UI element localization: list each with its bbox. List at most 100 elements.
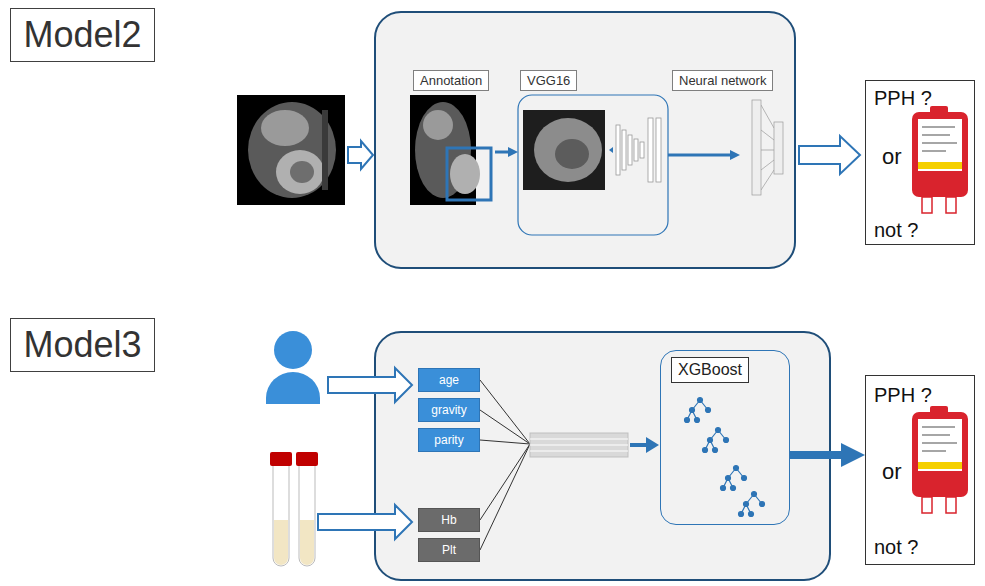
mri-ground xyxy=(237,95,345,205)
mri-uterus xyxy=(276,150,324,194)
small-arrow xyxy=(609,147,613,153)
model-panel xyxy=(375,12,795,268)
layer-block xyxy=(634,139,638,161)
mri-image xyxy=(237,95,345,205)
feature-box: Hb xyxy=(418,508,480,532)
connector-arrow xyxy=(668,154,730,157)
tube-liquid xyxy=(300,520,314,565)
dense-block xyxy=(648,118,653,182)
tube-cap xyxy=(270,452,292,466)
tree-node xyxy=(721,486,726,491)
tree-node xyxy=(713,448,718,453)
tree-node xyxy=(752,492,757,497)
tree-icon xyxy=(721,466,747,491)
tree-node xyxy=(744,502,749,507)
model-label: Model2 xyxy=(10,8,155,62)
model-panel xyxy=(375,332,830,580)
crop-uterus xyxy=(534,118,602,182)
bag-body xyxy=(912,112,968,197)
node-label: parity xyxy=(434,433,463,447)
layer-block xyxy=(616,125,620,175)
tree-node xyxy=(716,428,721,433)
feature-table xyxy=(530,433,628,457)
nn-link xyxy=(761,105,774,128)
output-box: PPH ?ornot ? xyxy=(865,80,975,245)
feature-lines xyxy=(480,380,530,550)
bag-label xyxy=(918,419,962,471)
bag-label-line xyxy=(922,450,946,452)
neural-network-figure xyxy=(752,100,783,195)
feature-line xyxy=(480,444,530,520)
bag-band xyxy=(918,462,962,469)
annotation-box xyxy=(447,148,491,200)
node-label: Plt xyxy=(442,543,456,557)
connector-arrow xyxy=(790,451,841,459)
tube-body xyxy=(273,465,289,566)
feature-box: age xyxy=(418,368,480,392)
node-label: VGG16 xyxy=(520,70,577,91)
feature-box: parity xyxy=(418,428,480,452)
tree-node xyxy=(706,408,711,413)
mri-organ xyxy=(261,110,309,146)
crop-fetus xyxy=(555,139,589,169)
bag-label xyxy=(918,119,962,171)
tree-node xyxy=(739,512,744,517)
node-label: age xyxy=(439,373,459,387)
tree-node xyxy=(726,476,731,481)
tree-icons xyxy=(685,398,765,517)
node-label: gravity xyxy=(431,403,466,417)
output-box: PPH ?ornot ? xyxy=(865,375,975,565)
layer-block xyxy=(622,130,626,170)
network-step: Neural network xyxy=(740,68,792,205)
tube-cap xyxy=(296,452,318,466)
blood-bag-icon xyxy=(912,106,968,213)
bag-label-line xyxy=(922,150,946,152)
layer-block xyxy=(628,135,632,165)
tree-node xyxy=(695,418,700,423)
table-row xyxy=(530,439,628,440)
node-label: Neural network xyxy=(672,70,773,91)
node-label: Model2 xyxy=(23,15,141,55)
mri-body xyxy=(248,102,336,198)
bag-label-line xyxy=(922,426,955,428)
model-label: Model3 xyxy=(10,318,155,372)
tree-node xyxy=(685,418,690,423)
bag-band xyxy=(918,162,962,169)
layer-block xyxy=(640,142,644,158)
solid-arrow xyxy=(630,437,659,453)
crop-ground xyxy=(523,110,605,190)
tree-node xyxy=(731,486,736,491)
connector-arrow xyxy=(495,151,508,154)
bag-port xyxy=(946,497,956,513)
feature-line xyxy=(480,444,530,550)
output-text: not ? xyxy=(874,536,918,558)
vgg-network-figure xyxy=(609,118,661,182)
nn-link xyxy=(761,130,774,140)
crop-image xyxy=(523,110,605,190)
hollow-arrow xyxy=(328,368,412,402)
dense-block xyxy=(656,118,661,182)
node-label: Hb xyxy=(441,513,456,527)
tree-node xyxy=(703,448,708,453)
bag-label-line xyxy=(922,442,957,444)
tree-node xyxy=(708,438,713,443)
table-row xyxy=(530,451,628,452)
arrow-shaft xyxy=(630,443,648,447)
bag-label-line xyxy=(922,126,955,128)
tree-icon xyxy=(739,492,765,517)
tree-node xyxy=(734,466,739,471)
hollow-arrow xyxy=(348,141,373,169)
tree-node xyxy=(742,476,747,481)
feature-box: Plt xyxy=(418,538,480,562)
vgg-step: VGG16 xyxy=(518,68,668,235)
annotation-step: Annotation xyxy=(408,68,495,208)
model-panel-box: XGBoost xyxy=(660,350,790,525)
output-text: not ? xyxy=(874,219,918,241)
vgg-panel xyxy=(518,95,668,235)
tree-node xyxy=(760,502,765,507)
test-tubes xyxy=(270,452,318,566)
bag-label-line xyxy=(922,434,950,436)
person-icon xyxy=(266,331,320,404)
